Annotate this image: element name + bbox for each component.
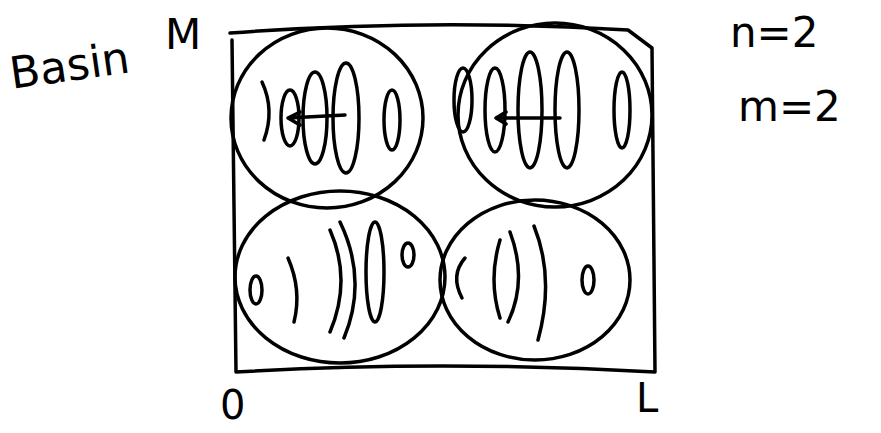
- cell-outline: [458, 23, 652, 207]
- title-label: Basin: [7, 35, 132, 95]
- parameter-label: n=2: [730, 12, 819, 54]
- cell-outline: [235, 191, 445, 363]
- cell-outline: [231, 28, 423, 208]
- streamlines: [457, 226, 594, 340]
- dimension-label: L: [636, 378, 658, 418]
- dimension-label: M: [165, 14, 201, 56]
- axis-tick: 0: [220, 385, 245, 425]
- streamlines: [454, 52, 630, 168]
- streamlines: [250, 222, 414, 338]
- basin-outline: [230, 25, 655, 372]
- cell-outline: [440, 200, 630, 360]
- parameter-label: m=2: [738, 86, 841, 128]
- streamlines: [262, 63, 400, 173]
